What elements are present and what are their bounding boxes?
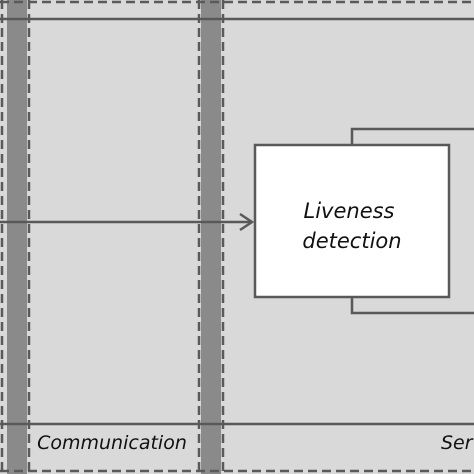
lane-separator-left [7,0,27,474]
lane-separator-middle [201,0,221,474]
process-box-label-line2: detection [302,229,401,253]
flow-arrowhead [239,212,255,232]
process-box-label-line1: Liveness [304,199,395,223]
lane-label-service: Ser [441,432,474,454]
process-box [253,143,451,299]
lane-label-communication: Communication [37,432,187,454]
